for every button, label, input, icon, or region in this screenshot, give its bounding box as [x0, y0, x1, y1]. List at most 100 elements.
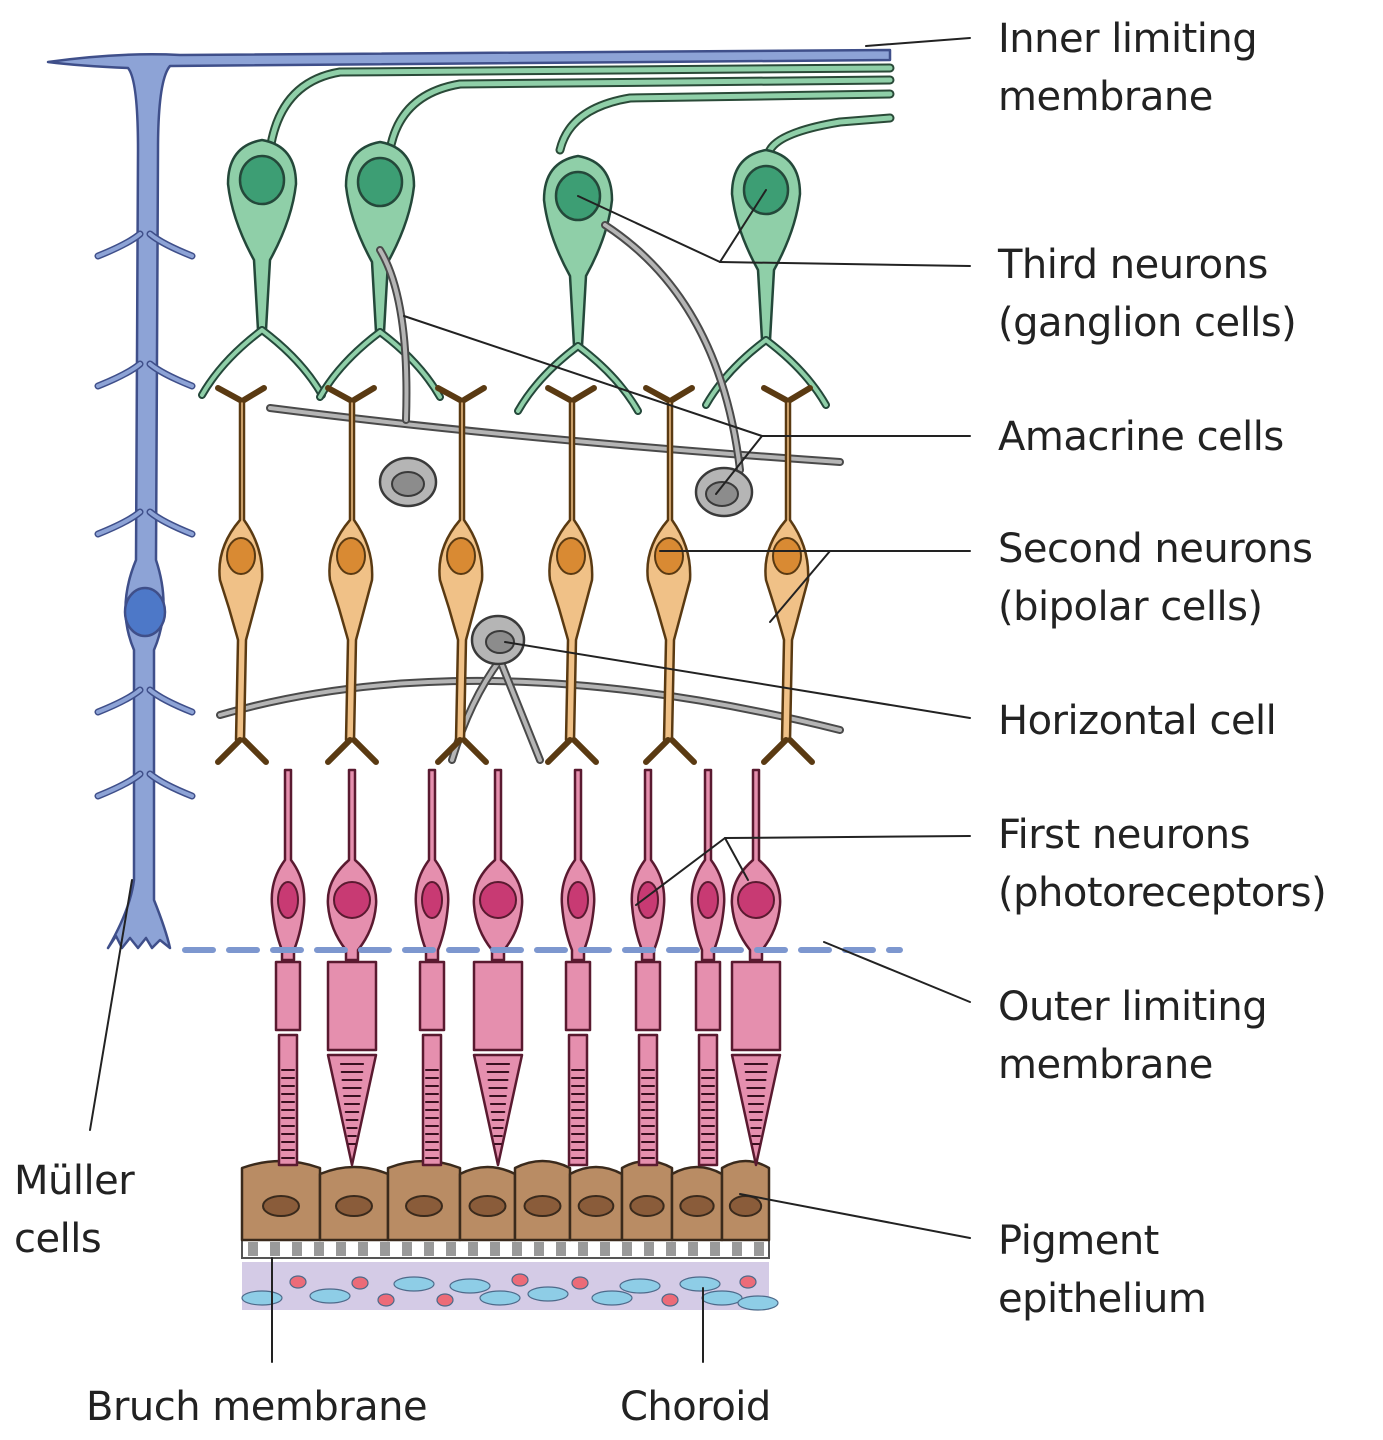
- label-amacrine-cells: Amacrine cells: [998, 408, 1284, 466]
- choroid-vessel-3: [352, 1277, 368, 1289]
- pigment-nucleus-0: [263, 1196, 299, 1216]
- label-bruch-membrane: Bruch membrane: [86, 1378, 427, 1436]
- label-first-neurons: First neurons(photoreceptors): [998, 806, 1326, 922]
- ganglion-nucleus-0: [240, 156, 284, 204]
- bruch-membrane-segment: [446, 1242, 456, 1256]
- bruch-membrane-segment: [248, 1242, 258, 1256]
- bipolar-bottom-branch-1: [328, 740, 376, 762]
- photoreceptor-nucleus-4: [568, 882, 588, 918]
- photoreceptor-cell-0: [272, 770, 304, 960]
- bruch-membrane-segment: [512, 1242, 522, 1256]
- bipolar-bottom-branch-4: [646, 740, 694, 762]
- choroid-vessel-10: [528, 1287, 568, 1301]
- bipolar-top-branch-1: [328, 388, 374, 400]
- choroid-vessel-2: [310, 1289, 350, 1303]
- label-pigment-epithelium: Pigmentepithelium: [998, 1212, 1206, 1328]
- choroid-vessel-0: [242, 1291, 282, 1305]
- pigment-nucleus-4: [525, 1196, 561, 1216]
- bruch-membrane-segment: [270, 1242, 280, 1256]
- bruch-membrane-segment: [380, 1242, 390, 1256]
- choroid-vessel-8: [480, 1291, 520, 1305]
- bruch-membrane-segment: [336, 1242, 346, 1256]
- bipolar-top-branch-0: [218, 388, 264, 400]
- photoreceptor-nucleus-3: [480, 882, 516, 918]
- muller-nucleus: [125, 588, 165, 636]
- bruch-membrane-segment: [578, 1242, 588, 1256]
- choroid-vessel-5: [394, 1277, 434, 1291]
- choroid-vessel-1: [290, 1276, 306, 1288]
- leader-first-neurons: [725, 836, 970, 838]
- photoreceptor-cell-5: [632, 770, 664, 960]
- ganglion-cell-layer: [202, 68, 890, 411]
- leader-pigment: [740, 1194, 970, 1238]
- horizontal-process-outline: [220, 681, 840, 730]
- ganglion-dendrite-0: [202, 330, 322, 395]
- bipolar-nucleus-0: [227, 538, 255, 574]
- leader-muller: [90, 880, 132, 1130]
- pigment-nucleus-6: [630, 1196, 663, 1216]
- bipolar-top-branch-2: [438, 388, 484, 400]
- bruch-membrane-segment: [644, 1242, 654, 1256]
- bipolar-nucleus-4: [655, 538, 683, 574]
- bipolar-bottom-branch-5: [764, 740, 812, 762]
- horizontal-cell-layer: [220, 616, 840, 760]
- bruch-membrane-segment: [314, 1242, 324, 1256]
- pigment-nucleus-5: [579, 1196, 614, 1216]
- bipolar-bottom-branch-3: [548, 740, 596, 762]
- bipolar-nucleus-5: [773, 538, 801, 574]
- photoreceptor-cell-3: [474, 770, 522, 960]
- rod-outer-segment-5: [639, 1035, 657, 1165]
- photoreceptor-cell-6: [692, 770, 724, 960]
- rod-outer-segment-4: [569, 1035, 587, 1165]
- ganglion-dendrite-outline-2: [518, 346, 638, 411]
- bruch-membrane-segment: [622, 1242, 632, 1256]
- photoreceptor-nucleus-0: [278, 882, 298, 918]
- bipolar-bottom-branch-2: [438, 740, 486, 762]
- bruch-membrane-segment: [468, 1242, 478, 1256]
- choroid-vessel-6: [437, 1294, 453, 1306]
- photoreceptor-nucleus-2: [422, 882, 442, 918]
- bipolar-top-branch-4: [646, 388, 692, 400]
- bipolar-nucleus-1: [337, 538, 365, 574]
- rod-outer-segment-2: [423, 1035, 441, 1165]
- rod-inner-segment-0: [276, 962, 300, 1030]
- choroid-vessel-12: [592, 1291, 632, 1305]
- nerve-fibre-outline-1: [390, 80, 890, 150]
- bruch-membrane-segment: [534, 1242, 544, 1256]
- choroid-vessel-14: [662, 1294, 678, 1306]
- choroid-layer: [242, 1262, 778, 1310]
- ganglion-dendrite-2: [518, 346, 638, 411]
- choroid-vessel-13: [620, 1279, 660, 1293]
- choroid-vessel-11: [572, 1277, 588, 1289]
- label-second-neurons: Second neurons(bipolar cells): [998, 520, 1312, 636]
- rod-inner-segment-5: [636, 962, 660, 1030]
- choroid-vessel-16: [702, 1291, 742, 1305]
- pigment-epithelium-layer: [242, 1161, 769, 1240]
- choroid-vessel-4: [378, 1294, 394, 1306]
- bruch-membrane-segment: [402, 1242, 412, 1256]
- cone-inner-segment-3: [474, 962, 522, 1050]
- photoreceptor-nucleus-7: [738, 882, 774, 918]
- choroid-vessel-18: [738, 1296, 778, 1310]
- photoreceptor-nucleus-6: [698, 882, 718, 918]
- cone-inner-segment-1: [328, 962, 376, 1050]
- choroid-vessel-15: [680, 1277, 720, 1291]
- bruch-membrane-segment: [754, 1242, 764, 1256]
- pigment-nucleus-8: [730, 1196, 761, 1216]
- label-third-neurons: Third neurons(ganglion cells): [998, 236, 1296, 352]
- bruch-membrane-segment: [424, 1242, 434, 1256]
- rod-inner-segment-4: [566, 962, 590, 1030]
- bipolar-top-branch-3: [548, 388, 594, 400]
- rod-inner-segment-2: [420, 962, 444, 1030]
- leader-first-neurons-b: [725, 838, 748, 880]
- rod-inner-segment-6: [696, 962, 720, 1030]
- ganglion-nucleus-1: [358, 158, 402, 206]
- photoreceptor-cell-1: [328, 770, 376, 960]
- amacrine-nucleus-0: [392, 472, 424, 496]
- pigment-nucleus-7: [680, 1196, 713, 1216]
- ganglion-dendrite-1: [320, 332, 440, 397]
